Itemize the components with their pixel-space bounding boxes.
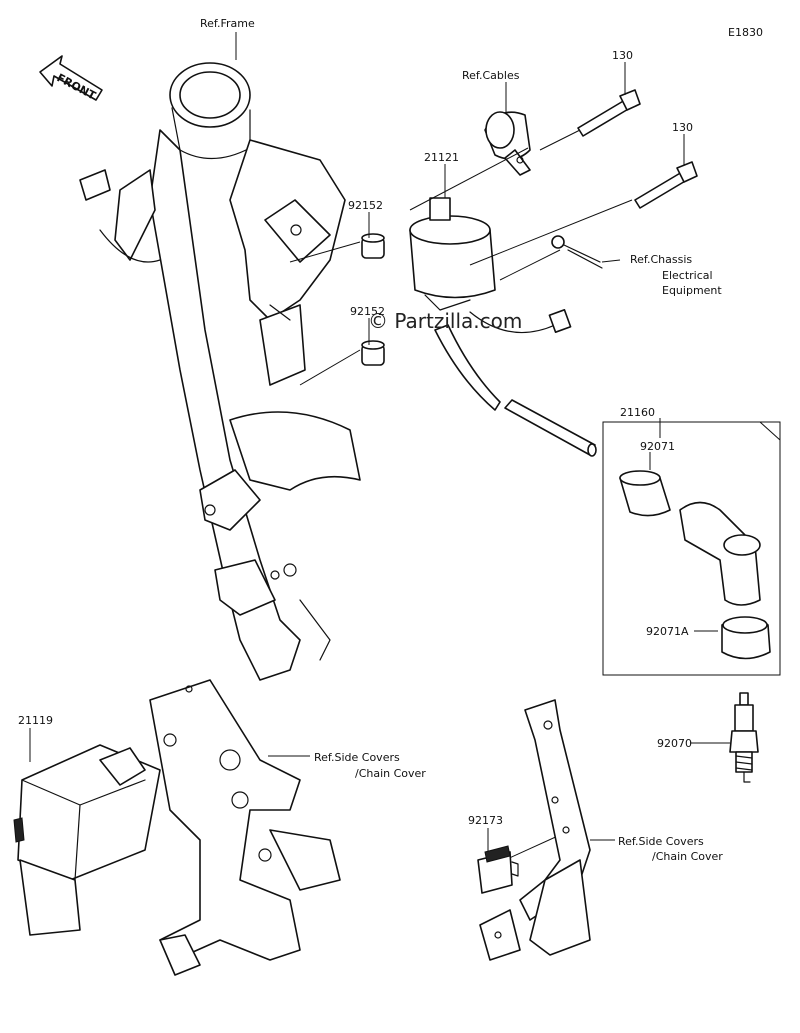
partzilla-watermark: © Partzilla.com [368,309,522,333]
ground-terminal [551,235,603,269]
ref-side-covers-2a-label: Ref.Side Covers [618,835,704,848]
bolt-upper [577,89,641,137]
connector-92173 [477,845,519,894]
connector-label: 92173 [468,814,503,827]
ref-chassis-label-3: Equipment [662,284,722,297]
spark-plug [729,692,759,783]
plug-cap-assy-label: 21160 [620,406,655,419]
frame-drawing [79,62,361,681]
cdi-unit-label: 21119 [18,714,53,727]
coil-label: 21121 [424,151,459,164]
cdi-unit [13,744,161,936]
cap-a-label: 92071 [640,440,675,453]
diagram-code: E1830 [728,26,763,39]
ref-frame-label: Ref.Frame [200,17,255,30]
collar-a-label: 92152 [348,199,383,212]
cap-b-label: 92071A [646,625,689,638]
ref-side-covers-1b-label: /Chain Cover [355,767,426,780]
collar-upper [361,233,385,259]
ref-chassis-label-1: Ref.Chassis [630,253,692,266]
bolt-lower [634,161,698,209]
collar-lower [361,340,385,366]
ref-cables-label: Ref.Cables [462,69,520,82]
cable-clamp [484,111,531,176]
front-arrow-icon: FRONT [39,55,103,103]
ref-chassis-label-2: Electrical [662,269,713,282]
side-cover-bracket [479,699,591,961]
bolt-b-label: 130 [672,121,693,134]
ignition-coil [409,197,597,457]
plug-cap-assembly-box [602,418,781,676]
cdi-bracket [149,679,341,976]
collar-b-label: 92152 [350,305,385,318]
ref-side-covers-1a-label: Ref.Side Covers [314,751,400,764]
leader-lines [29,32,730,861]
ref-side-covers-2b-label: /Chain Cover [652,850,723,863]
spark-plug-label: 92070 [657,737,692,750]
bolt-a-label: 130 [612,49,633,62]
